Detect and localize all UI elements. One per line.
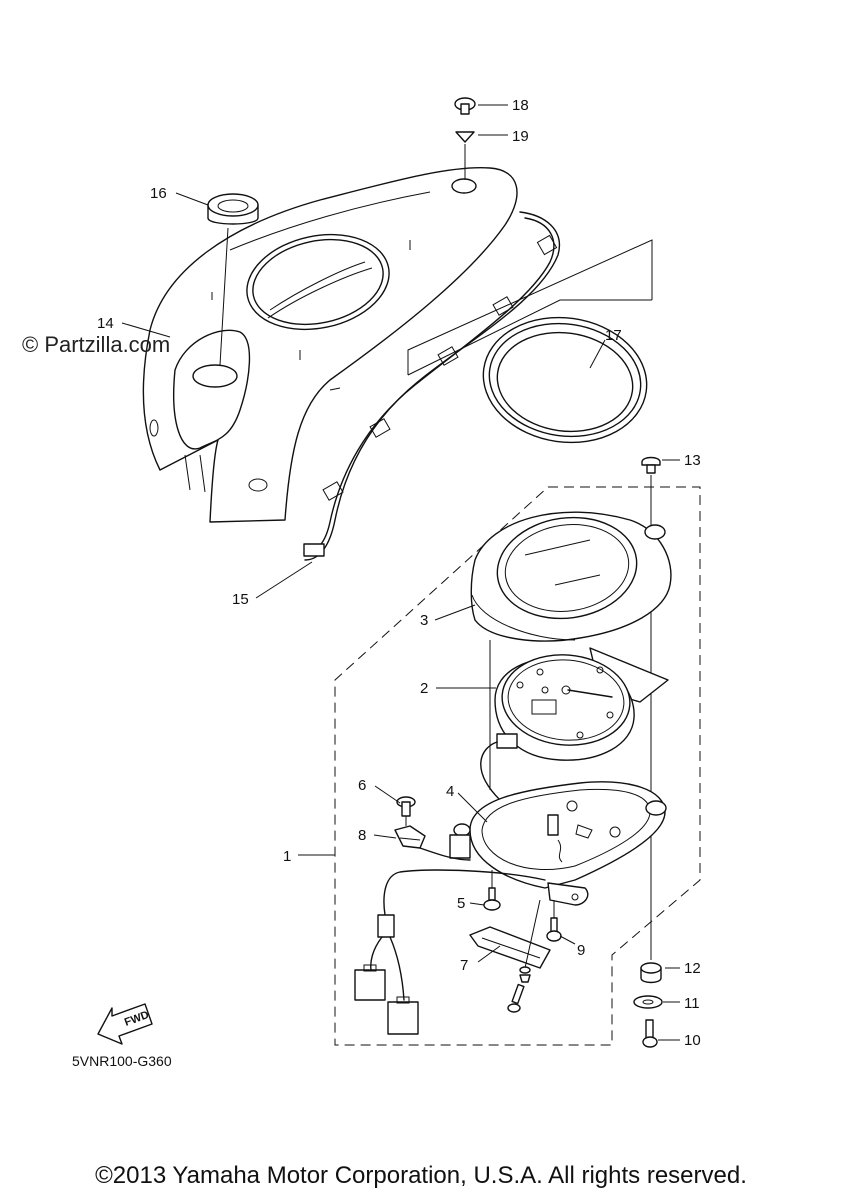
- copyright-notice: ©2013 Yamaha Motor Corporation, U.S.A. A…: [95, 1162, 747, 1189]
- fwd-arrow-icon: FWD: [97, 1003, 153, 1045]
- callout-2: 2: [420, 680, 428, 697]
- callout-8: 8: [358, 827, 366, 844]
- meter-assembly: [480, 647, 669, 833]
- wire-harness: [354, 847, 546, 1035]
- bracket-plate-7: [469, 926, 551, 969]
- leader-lines: [121, 104, 680, 1041]
- nut-washer: [519, 966, 531, 983]
- callout-15: 15: [232, 591, 249, 608]
- callout-17: 17: [605, 327, 622, 344]
- screw-6: [396, 796, 416, 817]
- callout-7: 7: [460, 957, 468, 974]
- damper-12: [640, 962, 662, 984]
- diagram-code: 5VNR100-G360: [72, 1053, 172, 1069]
- bolt-7: [507, 983, 525, 1013]
- meter-case-lower: [449, 781, 667, 906]
- screw-9: [546, 917, 562, 942]
- callout-13: 13: [684, 452, 701, 469]
- callout-10: 10: [684, 1032, 701, 1049]
- meter-cover: [142, 166, 518, 523]
- callout-14: 14: [97, 315, 114, 332]
- callout-18: 18: [512, 97, 529, 114]
- callout-9: 9: [577, 942, 585, 959]
- collar-11: [633, 995, 663, 1009]
- bolt-10: [642, 1019, 658, 1048]
- meter-case-upper: [470, 511, 672, 642]
- partzilla-watermark: © Partzilla.com: [22, 332, 170, 357]
- callout-1: 1: [283, 848, 291, 865]
- callout-6: 6: [358, 777, 366, 794]
- screw-13: [641, 456, 661, 474]
- callout-5: 5: [457, 895, 465, 912]
- grommet-top: [207, 193, 259, 225]
- callout-11: 11: [684, 995, 700, 1012]
- gasket-strip: [303, 211, 561, 561]
- washer-top: [455, 131, 475, 143]
- screw-5: [483, 887, 501, 911]
- callout-12: 12: [684, 960, 701, 977]
- callout-labels: 18 19 16 14 17 13 15 3 2 4 6 8 1 5 7 9 1…: [97, 97, 701, 1049]
- ring-seal: [482, 316, 648, 444]
- screw-top: [454, 97, 476, 115]
- callout-19: 19: [512, 128, 529, 145]
- callout-4: 4: [446, 783, 454, 800]
- callout-3: 3: [420, 612, 428, 629]
- clamp-8: [394, 825, 426, 849]
- callout-16: 16: [150, 185, 167, 202]
